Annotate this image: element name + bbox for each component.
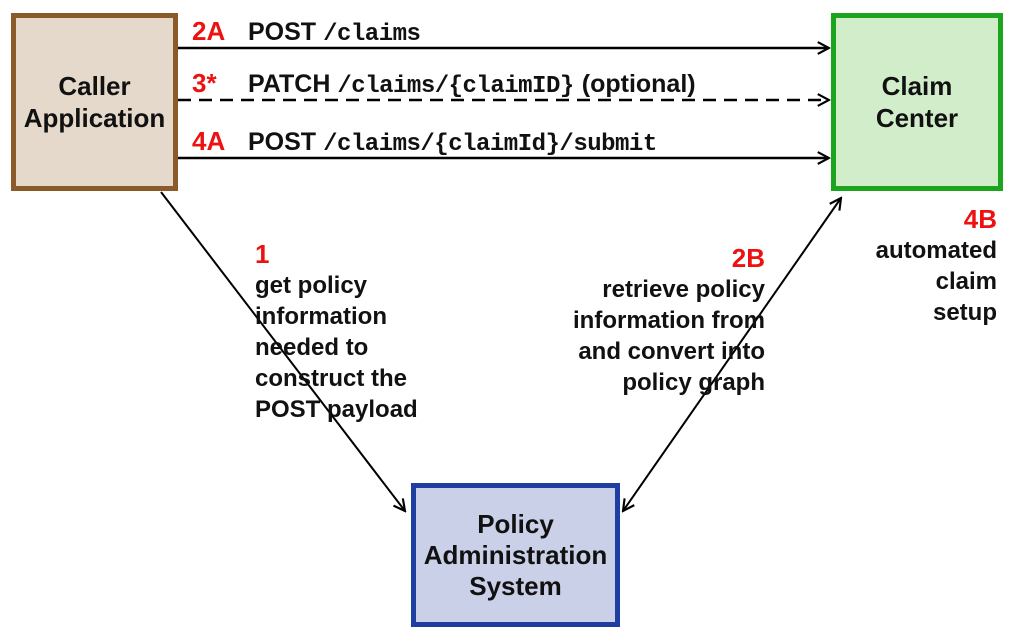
- api-call-2a-step: 2A: [192, 16, 226, 46]
- api-call-2a: 2A POST/claims: [192, 15, 428, 48]
- claim-label-line-2: Center: [875, 103, 959, 133]
- api-call-2a-path: /claims: [323, 21, 421, 48]
- arrow-policy-admin-claim-center-bidirectional: [623, 198, 841, 511]
- node-claim-center: Claim Center: [831, 13, 1003, 191]
- caller-application-label: Caller Application: [24, 70, 166, 134]
- api-call-4a-path: /claims/{claimId}/submit: [323, 131, 657, 158]
- annotation-1-line-1: get policy: [255, 272, 368, 299]
- policy-label-line-1: Policy: [477, 508, 554, 539]
- api-call-2a-method: POST: [248, 18, 317, 46]
- annotation-2b-line-1: retrieve policy: [602, 276, 765, 303]
- policy-admin-label: Policy Administration System: [424, 509, 607, 602]
- annotation-1-step: 1: [255, 239, 270, 269]
- api-call-3: 3* PATCH/claims/{claimID} (optional): [192, 67, 696, 100]
- api-call-4a-method: POST: [248, 128, 317, 156]
- policy-label-line-2: Administration: [423, 539, 608, 570]
- annotation-1: 1 get policy information needed to const…: [255, 239, 418, 425]
- api-call-4a: 4A POST/claims/{claimId}/submit: [192, 125, 665, 158]
- node-policy-administration-system: Policy Administration System: [411, 483, 620, 627]
- annotation-4b: 4B automated claim setup: [876, 204, 997, 328]
- annotation-4b-line-2: claim: [935, 268, 997, 295]
- claim-label-line-1: Claim: [881, 71, 953, 101]
- annotation-4b-step: 4B: [963, 204, 997, 234]
- annotation-1-line-5: POST payload: [255, 396, 418, 423]
- api-call-3-method: PATCH: [248, 70, 331, 98]
- annotation-4b-line-3: setup: [932, 299, 997, 326]
- api-call-4a-step: 4A: [192, 126, 226, 156]
- arrow-caller-to-policy-admin: [160, 191, 405, 511]
- policy-label-line-3: System: [469, 570, 562, 601]
- annotation-1-line-2: information: [255, 303, 387, 330]
- api-call-3-step: 3*: [192, 68, 217, 98]
- annotation-1-line-4: construct the: [255, 365, 408, 392]
- caller-label-line-2: Application: [23, 103, 166, 133]
- annotation-2b-line-4: policy graph: [622, 369, 765, 396]
- node-caller-application: Caller Application: [11, 13, 178, 191]
- caller-label-line-1: Caller: [58, 71, 131, 101]
- annotation-1-line-3: needed to: [255, 334, 369, 361]
- claim-center-label: Claim Center: [876, 70, 958, 134]
- annotation-2b-line-3: and convert into: [578, 338, 765, 365]
- api-call-3-suffix: (optional): [581, 70, 696, 98]
- annotation-2b-step: 2B: [731, 243, 765, 273]
- annotation-4b-line-1: automated: [875, 237, 997, 264]
- annotation-2b: 2B retrieve policy information from and …: [573, 243, 765, 398]
- api-call-3-path: /claims/{claimID}: [337, 73, 574, 100]
- annotation-2b-line-2: information from: [573, 307, 765, 334]
